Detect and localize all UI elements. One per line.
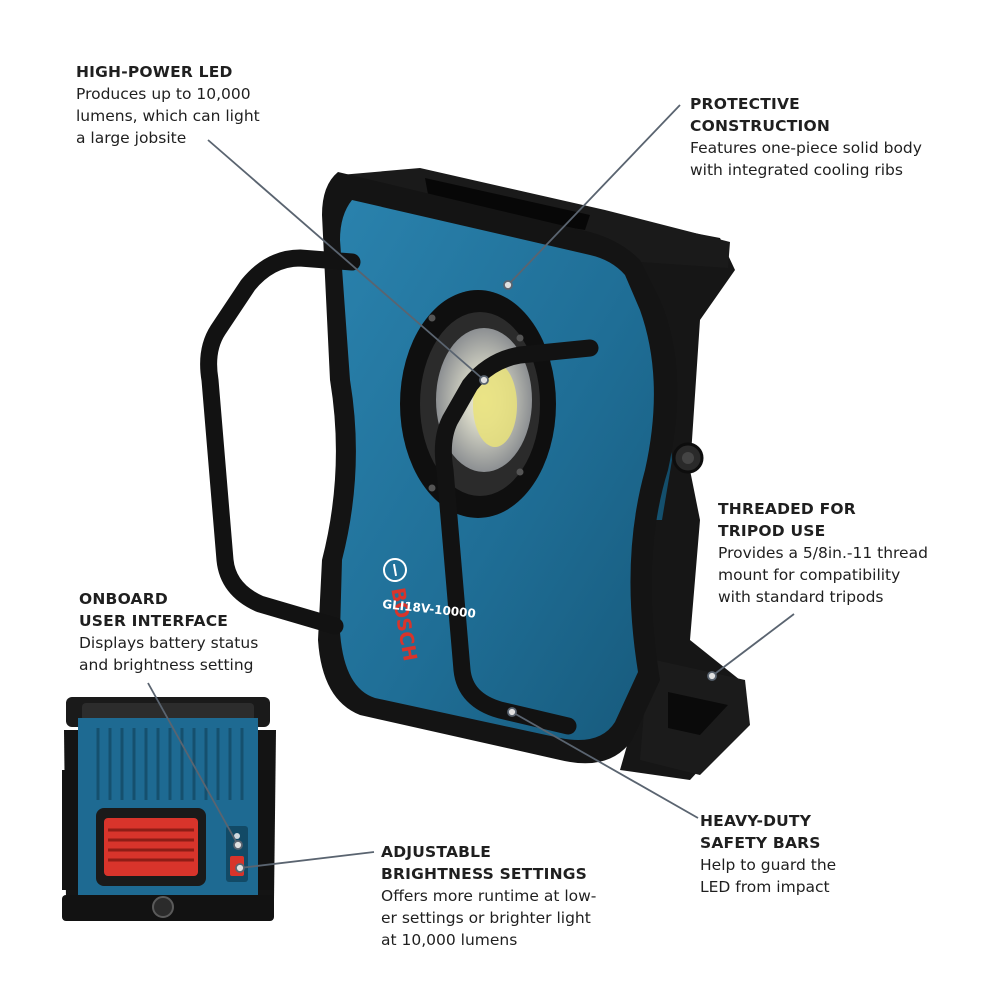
battery-red-grip [104,818,198,876]
callout-desc-line: Produces up to 10,000 [76,85,251,103]
callout-brightness-settings: ADJUSTABLE BRIGHTNESS SETTINGS Offers mo… [381,841,596,951]
callout-desc-line: Features one-piece solid body [690,139,922,157]
callout-desc-line: Offers more runtime at low- [381,887,597,905]
screw-icon [428,484,436,492]
callout-title: TRIPOD USE [718,522,826,540]
callout-desc-line: mount for compatibility [718,566,901,584]
callout-title: THREADED FOR [718,500,856,518]
tripod-mount-hole [682,452,694,464]
callout-title: ONBOARD [79,590,168,608]
battery-grip-lines [108,828,194,862]
callout-desc-line: Displays battery status [79,634,259,652]
callout-desc-line: lumens, which can light [76,107,260,125]
cooling-ribs [96,728,244,800]
work-light-main: BOSCH GLI18V-10000 [200,168,750,780]
callout-desc-line: with standard tripods [718,588,884,606]
callout-high-power-led: HIGH-POWER LED Produces up to 10,000 lum… [76,61,260,149]
callout-title: CONSTRUCTION [690,117,831,135]
bosch-armature-icon [383,558,407,582]
callout-desc-line: Provides a 5/8in.-11 thread [718,544,928,562]
work-light-back-view [62,697,276,921]
callout-protective-construction: PROTECTIVE CONSTRUCTION Features one-pie… [690,93,922,181]
screw-icon [516,334,524,342]
battery-indicator-icon [234,833,240,839]
left-safety-bar [200,249,361,635]
leader-lines [147,104,795,873]
leader-tripod [711,613,795,677]
callout-desc-line: at 10,000 lumens [381,931,518,949]
leader-protective [507,104,681,286]
callout-title: USER INTERFACE [79,612,229,630]
leader-bars [511,711,699,819]
callout-title: BRIGHTNESS SETTINGS [381,865,588,883]
callout-safety-bars: HEAVY-DUTY SAFETY BARS Help to guard the… [700,810,836,898]
screw-icon [428,314,436,322]
callout-title: SAFETY BARS [700,834,821,852]
callout-title: HEAVY-DUTY [700,812,812,830]
tripod-thread-icon [152,896,174,918]
callout-desc-line: LED from impact [700,878,830,896]
leader-ui [147,682,239,846]
back-right-bar [258,770,274,890]
callout-title: HIGH-POWER LED [76,63,233,81]
callout-title: ADJUSTABLE [381,843,492,861]
leader-led [207,139,485,381]
callout-desc-line: Help to guard the [700,856,837,874]
back-left-bar [62,770,78,890]
callout-title: PROTECTIVE [690,95,800,113]
handle-opening [425,178,590,230]
callout-desc-line: with integrated cooling ribs [690,161,903,179]
screw-icon [516,468,524,476]
callout-tripod-use: THREADED FOR TRIPOD USE Provides a 5/8in… [718,498,928,608]
callout-desc-line: and brightness setting [79,656,254,674]
callout-desc-line: a large jobsite [76,129,187,147]
callout-desc-line: er settings or brighter light [381,909,591,927]
leader-brightness [239,851,375,869]
front-safety-bar [434,339,599,735]
foot-cutout [668,692,728,735]
callout-user-interface: ONBOARD USER INTERFACE Displays battery … [79,588,258,676]
